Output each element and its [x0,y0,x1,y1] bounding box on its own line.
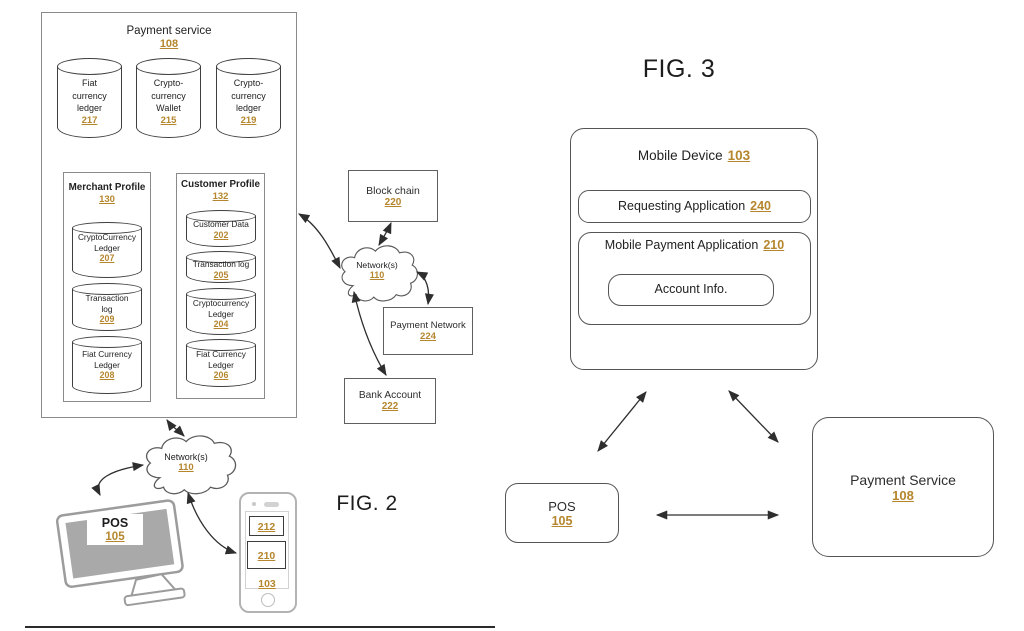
account-info-title: Account Info. [654,282,728,296]
cylinder-body [57,66,122,138]
cylinder-merchant-fiat-currency-ledger: Fiat Currency Ledger 208 [72,336,142,394]
phone-speaker-icon [264,502,279,507]
cylinder-customer-cryptocurrency-ledger: Cryptocurrency Ledger 204 [186,288,256,335]
phone-camera-icon [252,502,256,506]
cylinder-top [136,58,201,75]
arrow-cloud-bottom-to-pos [91,462,145,497]
cylinder-label: Fiat Currency Ledger [82,349,132,370]
bank-account-title: Bank Account [358,390,422,401]
sheet-bottom-rule [25,626,495,628]
cylinder-label: Transaction log [85,293,129,314]
fig3-label: FIG. 3 [642,55,716,83]
pos-terminal-label: POS 105 [87,514,143,545]
cylinder-ref: 208 [99,370,115,380]
arrow-cloud-bottom-to-phone [186,491,238,555]
pos-fig3-ref: 105 [551,513,573,528]
block-chain-box: Block chain 220 [348,170,438,222]
payment-network-ref: 224 [419,331,436,342]
cylinder-cryptocurrency-ledger: Crypto- currency ledger 219 [216,58,281,138]
cylinder-label: Fiat Currency Ledger [196,349,246,370]
arrow-cloud-mid-to-bank-account [351,290,387,376]
cylinder-label: Crypto- currency ledger [231,78,266,113]
payment-service-ref: 108 [159,38,179,51]
cylinder-top [72,336,142,348]
cylinder-body [72,342,142,394]
cylinder-ref: 215 [160,114,177,126]
cylinder-label: Fiat currency ledger [72,78,107,113]
cylinder-cryptocurrency-wallet: Crypto- currency Wallet 215 [136,58,201,138]
arrow-blockchain-to-cloud-mid [378,221,392,246]
customer-profile-title: Customer Profile [181,179,260,190]
cylinder-fiat-currency-ledger: Fiat currency ledger 217 [57,58,122,138]
payment-service-fig3-ref: 108 [892,487,914,503]
payment-service-fig3-title: Payment Service [850,471,956,488]
cylinder-top [216,58,281,75]
arrow-cloud-mid-to-payment-network [415,271,434,306]
phone-home-button-icon [261,593,275,607]
requesting-application-box [578,190,811,223]
payment-network-title: Payment Network [390,320,466,331]
cylinder-customer-data: Customer Data 202 [186,210,256,247]
cylinder-label: Customer Data [193,219,249,229]
cylinder-top [186,339,256,351]
phone-app-box-212: 212 [249,516,284,536]
cylinder-ref: 219 [240,114,257,126]
cylinder-top [186,288,256,300]
cylinder-body [186,345,256,387]
cylinder-ref: 209 [99,314,115,324]
cylinder-body [72,289,142,331]
cylinder-label: Transaction log [192,259,250,269]
cylinder-ref: 202 [213,229,229,240]
cylinder-top [57,58,122,75]
cylinder-top [72,283,142,295]
fig2-label: FIG. 2 [336,492,398,515]
cylinder-customer-transaction-log: Transaction log 205 [186,251,256,283]
bank-account-ref: 222 [381,401,399,412]
cylinder-merchant-transaction-log: Transaction log 209 [72,283,142,331]
phone-app-box-210: 210 [247,541,286,569]
cylinder-ref: 217 [81,114,98,126]
phone-ref-103: 103 [258,578,276,590]
phone-screen: 212 210 103 [245,511,289,590]
cylinder-top [186,251,256,263]
cylinder-ref: 207 [99,253,115,263]
cylinder-body [216,66,281,138]
mobile-phone-drawing: 212 210 103 [239,492,297,613]
block-chain-ref: 220 [384,196,402,208]
cylinder-top [72,222,142,234]
network-bottom-label: Network(s) 110 [164,452,208,473]
cylinder-label: CryptoCurrency Ledger [77,232,137,253]
pos-box-fig3: POS 105 [505,483,619,543]
arrow-paymentservice-to-cloud-bottom [166,419,185,437]
cylinder-label: Cryptocurrency Ledger [192,298,250,319]
merchant-profile-title: Merchant Profile [68,182,146,193]
arrow-mobile-to-payment-service [728,390,779,443]
payment-service-title: Payment service [126,25,212,37]
bank-account-box: Bank Account 222 [344,378,436,424]
customer-profile-ref: 132 [212,191,229,203]
cylinder-body [72,228,142,278]
pos-fig3-title: POS [548,498,576,514]
network-mid-label: Network(s) 110 [356,260,398,280]
account-info-box [608,274,774,306]
cylinder-ref: 205 [213,269,229,280]
cylinder-body [186,294,256,335]
cylinder-label: Crypto- currency Wallet [151,78,186,113]
payment-service-box-fig3: Payment Service 108 [812,417,994,557]
cylinder-body [136,66,201,138]
block-chain-title: Block chain [366,184,420,197]
cylinder-ref: 204 [213,319,229,329]
cylinder-ref: 206 [213,370,229,380]
cylinder-customer-fiat-currency-ledger: Fiat Currency Ledger 206 [186,339,256,387]
arrow-mobile-to-pos [597,391,647,452]
cylinder-top [186,210,256,222]
payment-network-box: Payment Network 224 [383,307,473,355]
cylinder-merchant-cryptocurrency-ledger: CryptoCurrency Ledger 207 [72,222,142,278]
merchant-profile-ref: 130 [99,194,115,206]
arrow-paymentservice-to-cloud-mid [298,213,341,270]
